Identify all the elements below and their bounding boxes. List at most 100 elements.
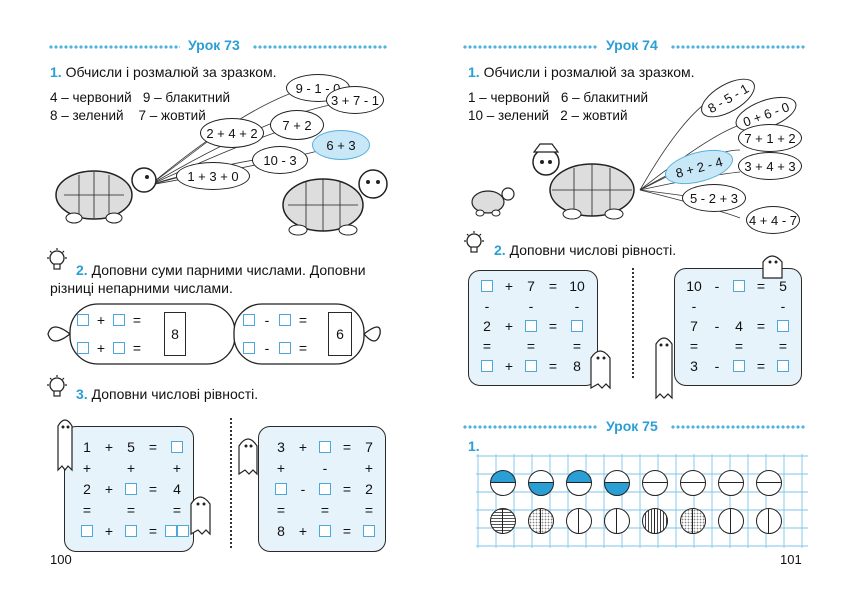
header-wave bbox=[462, 44, 598, 50]
dotted-divider bbox=[632, 268, 634, 378]
balloon-oval[interactable]: 10 - 3 bbox=[252, 146, 308, 174]
task-text: Обчисли і розмалюй за зразком. bbox=[65, 64, 277, 80]
answer-box[interactable] bbox=[319, 440, 331, 453]
header-wave bbox=[462, 424, 598, 430]
answer-box[interactable] bbox=[77, 314, 89, 326]
difference-grid: -= -= bbox=[240, 308, 330, 360]
answer-box[interactable] bbox=[481, 360, 493, 372]
ghost-illustration bbox=[590, 350, 611, 390]
balloon-oval[interactable]: 7 + 1 + 2 bbox=[738, 124, 802, 152]
fraction-circle[interactable] bbox=[604, 470, 630, 496]
answer-box[interactable] bbox=[165, 524, 177, 537]
lesson-title-75: Урок 75 bbox=[606, 418, 658, 434]
balloon-oval-highlighted[interactable]: 6 + 3 bbox=[312, 130, 370, 160]
task-text: Доповни числові рівності. bbox=[91, 386, 259, 402]
balloon-oval[interactable]: 5 - 2 + 3 bbox=[682, 184, 746, 212]
sum-target-box: 8 bbox=[164, 312, 186, 356]
answer-box[interactable] bbox=[363, 524, 375, 537]
fraction-circle[interactable] bbox=[718, 470, 744, 496]
fraction-circle[interactable] bbox=[490, 470, 516, 496]
pattern-circle[interactable] bbox=[680, 508, 706, 534]
answer-box[interactable] bbox=[113, 342, 125, 354]
pattern-circle[interactable] bbox=[642, 508, 668, 534]
dotted-divider bbox=[230, 418, 232, 548]
turtle-illustration bbox=[471, 187, 515, 217]
color-legend-line: 8 – зелений 7 – жовтий bbox=[50, 108, 206, 123]
answer-box[interactable] bbox=[243, 314, 255, 326]
answer-box[interactable] bbox=[275, 482, 287, 495]
fraction-circle[interactable] bbox=[528, 470, 554, 496]
fraction-circle[interactable] bbox=[566, 470, 592, 496]
balloon-oval[interactable]: 4 + 4 - 7 bbox=[746, 206, 800, 234]
answer-box[interactable] bbox=[733, 280, 745, 292]
answer-box[interactable] bbox=[525, 360, 537, 372]
answer-box[interactable] bbox=[279, 314, 291, 326]
difference-target-box: 6 bbox=[328, 312, 352, 356]
balloon-oval[interactable]: 1 + 3 + 0 bbox=[176, 162, 250, 190]
balloon-oval[interactable]: 7 + 2 bbox=[270, 110, 324, 140]
answer-box[interactable] bbox=[171, 440, 183, 453]
answer-box[interactable] bbox=[733, 360, 745, 372]
answer-box[interactable] bbox=[777, 320, 789, 332]
task-number: 2. bbox=[76, 262, 88, 278]
answer-box[interactable] bbox=[481, 280, 493, 292]
task-number: 1. bbox=[468, 64, 480, 80]
pattern-circle[interactable] bbox=[528, 508, 554, 534]
ghost-illustration bbox=[57, 419, 73, 472]
fraction-circle[interactable] bbox=[566, 508, 592, 534]
task-1-heading: 1. Обчисли і розмалюй за зразком. bbox=[50, 64, 277, 80]
lightbulb-icon bbox=[47, 248, 67, 270]
lesson-title-73: Урок 73 bbox=[188, 37, 240, 53]
grid-paper bbox=[476, 454, 808, 548]
answer-box[interactable] bbox=[125, 482, 137, 495]
header-wave bbox=[252, 44, 388, 50]
answer-box[interactable] bbox=[81, 524, 93, 537]
sum-grid: += += bbox=[74, 308, 164, 360]
answer-box[interactable] bbox=[113, 314, 125, 326]
pattern-circle[interactable] bbox=[490, 508, 516, 534]
turtle-illustration bbox=[282, 169, 388, 236]
task-text: Обчисли і розмалюй за зразком. bbox=[483, 64, 695, 80]
header-wave bbox=[670, 424, 806, 430]
turtle-illustration bbox=[532, 143, 635, 220]
fraction-circle[interactable] bbox=[680, 470, 706, 496]
ghost-illustration bbox=[238, 438, 258, 476]
balloon-oval[interactable]: 3 + 4 + 3 bbox=[738, 152, 802, 180]
answer-box[interactable] bbox=[571, 320, 583, 332]
page-number: 101 bbox=[780, 552, 802, 567]
ghost-illustration bbox=[655, 337, 673, 400]
header-wave bbox=[48, 44, 180, 50]
balloon-oval[interactable]: 2 + 4 + 2 bbox=[200, 118, 264, 148]
task-number: 2. bbox=[494, 242, 506, 258]
fraction-circle[interactable] bbox=[756, 470, 782, 496]
equation-grid: 10-=5 -- 7-4= === 3-= bbox=[686, 278, 789, 374]
fraction-circle[interactable] bbox=[756, 508, 782, 534]
answer-box[interactable] bbox=[525, 320, 537, 332]
balloon-oval[interactable]: 3 + 7 - 1 bbox=[326, 86, 384, 114]
color-legend-line: 10 – зелений 2 – жовтий bbox=[468, 108, 628, 123]
answer-box[interactable] bbox=[243, 342, 255, 354]
fraction-circle[interactable] bbox=[642, 470, 668, 496]
color-legend-line: 1 – червоний 6 – блакитний bbox=[468, 90, 649, 105]
ghost-illustration bbox=[190, 496, 211, 536]
task-1-heading: 1. Обчисли і розмалюй за зразком. bbox=[468, 64, 695, 80]
lightbulb-icon bbox=[464, 231, 484, 253]
task-number: 1. bbox=[468, 438, 480, 454]
answer-box[interactable] bbox=[777, 360, 789, 372]
task-text: Доповни суми парними числами. Доповни bbox=[91, 262, 366, 278]
answer-box[interactable] bbox=[319, 524, 331, 537]
page-number: 100 bbox=[50, 552, 72, 567]
ghost-illustration bbox=[762, 255, 783, 279]
answer-box[interactable] bbox=[319, 482, 331, 495]
fraction-circle[interactable] bbox=[718, 508, 744, 534]
lesson-title-74: Урок 74 bbox=[606, 37, 658, 53]
task-number: 1. bbox=[50, 64, 62, 80]
answer-box[interactable] bbox=[125, 524, 137, 537]
turtle-illustration bbox=[55, 167, 157, 224]
answer-box[interactable] bbox=[177, 524, 189, 537]
answer-box[interactable] bbox=[77, 342, 89, 354]
fraction-circle[interactable] bbox=[604, 508, 630, 534]
task-2-heading: 2. Доповни числові рівності. bbox=[494, 242, 676, 258]
answer-box[interactable] bbox=[279, 342, 291, 354]
header-wave bbox=[670, 44, 806, 50]
